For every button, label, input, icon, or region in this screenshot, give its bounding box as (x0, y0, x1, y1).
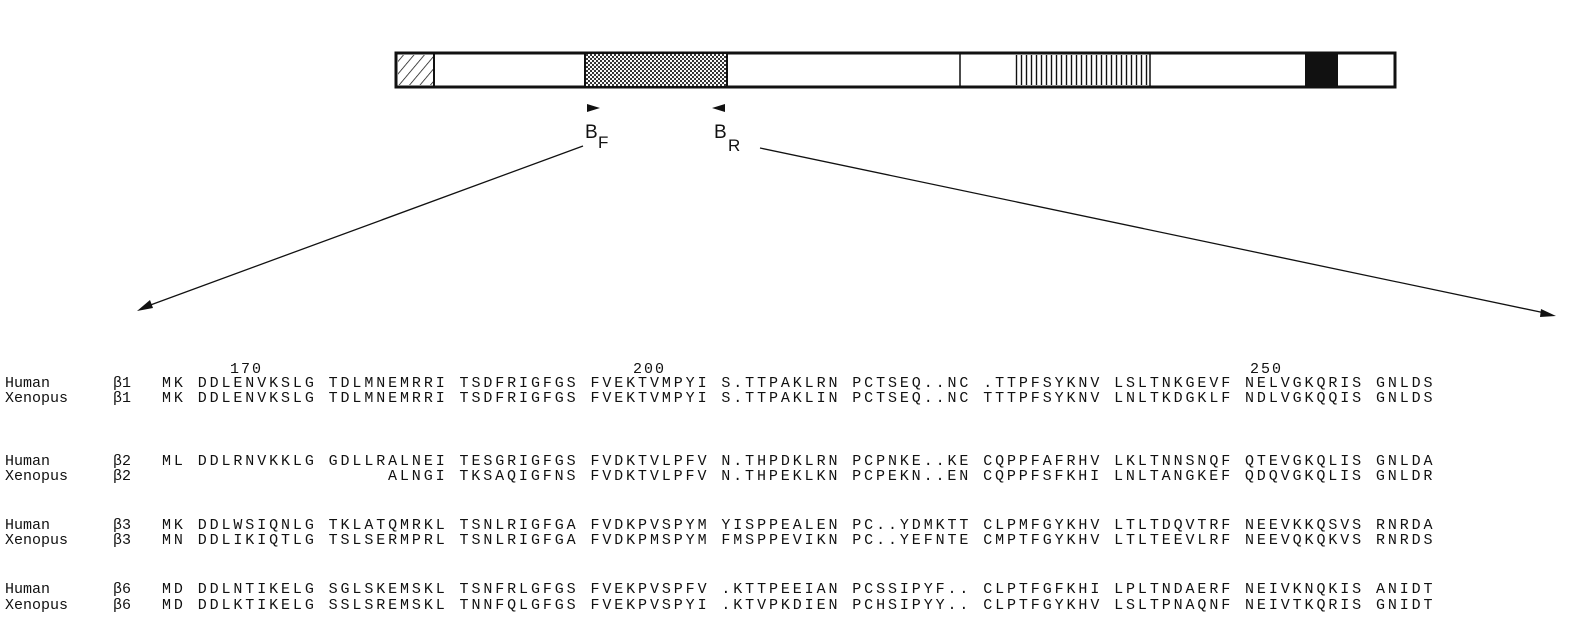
hatched-domain (398, 55, 434, 85)
protein-bar (394, 51, 1397, 89)
species-label: Human (5, 453, 51, 470)
species-label: Human (5, 517, 51, 534)
sequence: MN DDLIKIQTLG TSLSERMPRL TSNLRIGFGA FVDK… (162, 532, 1436, 549)
reverse-primer-subscript: R (728, 136, 741, 155)
subunit-label: β6 (113, 581, 132, 598)
sequence: MK DDLENVKSLG TDLMNEMRRI TSDFRIGFGS FVEK… (162, 375, 1436, 392)
sequence: MK DDLWSIQNLG TKLATQMRKL TSNLRIGFGA FVDK… (162, 517, 1436, 534)
arrowhead-right-icon (1540, 309, 1556, 317)
subunit-label: β2 (113, 468, 132, 485)
species-label: Xenopus (5, 597, 69, 614)
subunit-label: β1 (113, 375, 132, 392)
reverse-primer-label: B (714, 122, 727, 143)
species-label: Human (5, 375, 51, 392)
species-label: Xenopus (5, 468, 69, 485)
subunit-label: β3 (113, 517, 132, 534)
sequence: MK DDLENVKSLG TDLMNEMRRI TSDFRIGFGS FVEK… (162, 390, 1436, 407)
position-number: 200 (633, 361, 667, 378)
sequence: MD DDLNTIKELG SGLSKEMSKL TSNFRLGFGS FVEK… (162, 581, 1436, 598)
expansion-line-right (759, 147, 1546, 314)
sequence: ML DDLRNVKKLG GDLLRALNEI TESGRIGFGS FVDK… (162, 453, 1436, 470)
position-number: 250 (1250, 361, 1284, 378)
subunit-label: β1 (113, 390, 132, 407)
expansion-line-left (144, 145, 584, 308)
subunit-label: β3 (113, 532, 132, 549)
stippled-domain (584, 52, 728, 88)
forward-primer-subscript: F (598, 133, 609, 152)
subunit-label: β2 (113, 453, 132, 470)
species-label: Xenopus (5, 532, 69, 549)
arrowhead-left-icon (137, 300, 153, 311)
reverse-primer-arrow-icon (712, 104, 725, 112)
black-domain (1305, 53, 1338, 87)
subunit-label: β6 (113, 597, 132, 614)
striped-domain (1015, 55, 1150, 85)
sequence: MD DDLKTIKELG SSLSREMSKL TNNFQLGFGS FVEK… (162, 597, 1436, 614)
sequence: ALNGI TKSAQIGFNS FVDKTVLPFV N.THPEKLKN P… (388, 468, 1436, 485)
forward-primer-label: B (585, 122, 598, 143)
position-number: 170 (230, 361, 264, 378)
forward-primer-arrow-icon (587, 104, 600, 112)
species-label: Xenopus (5, 390, 69, 407)
species-label: Human (5, 581, 51, 598)
